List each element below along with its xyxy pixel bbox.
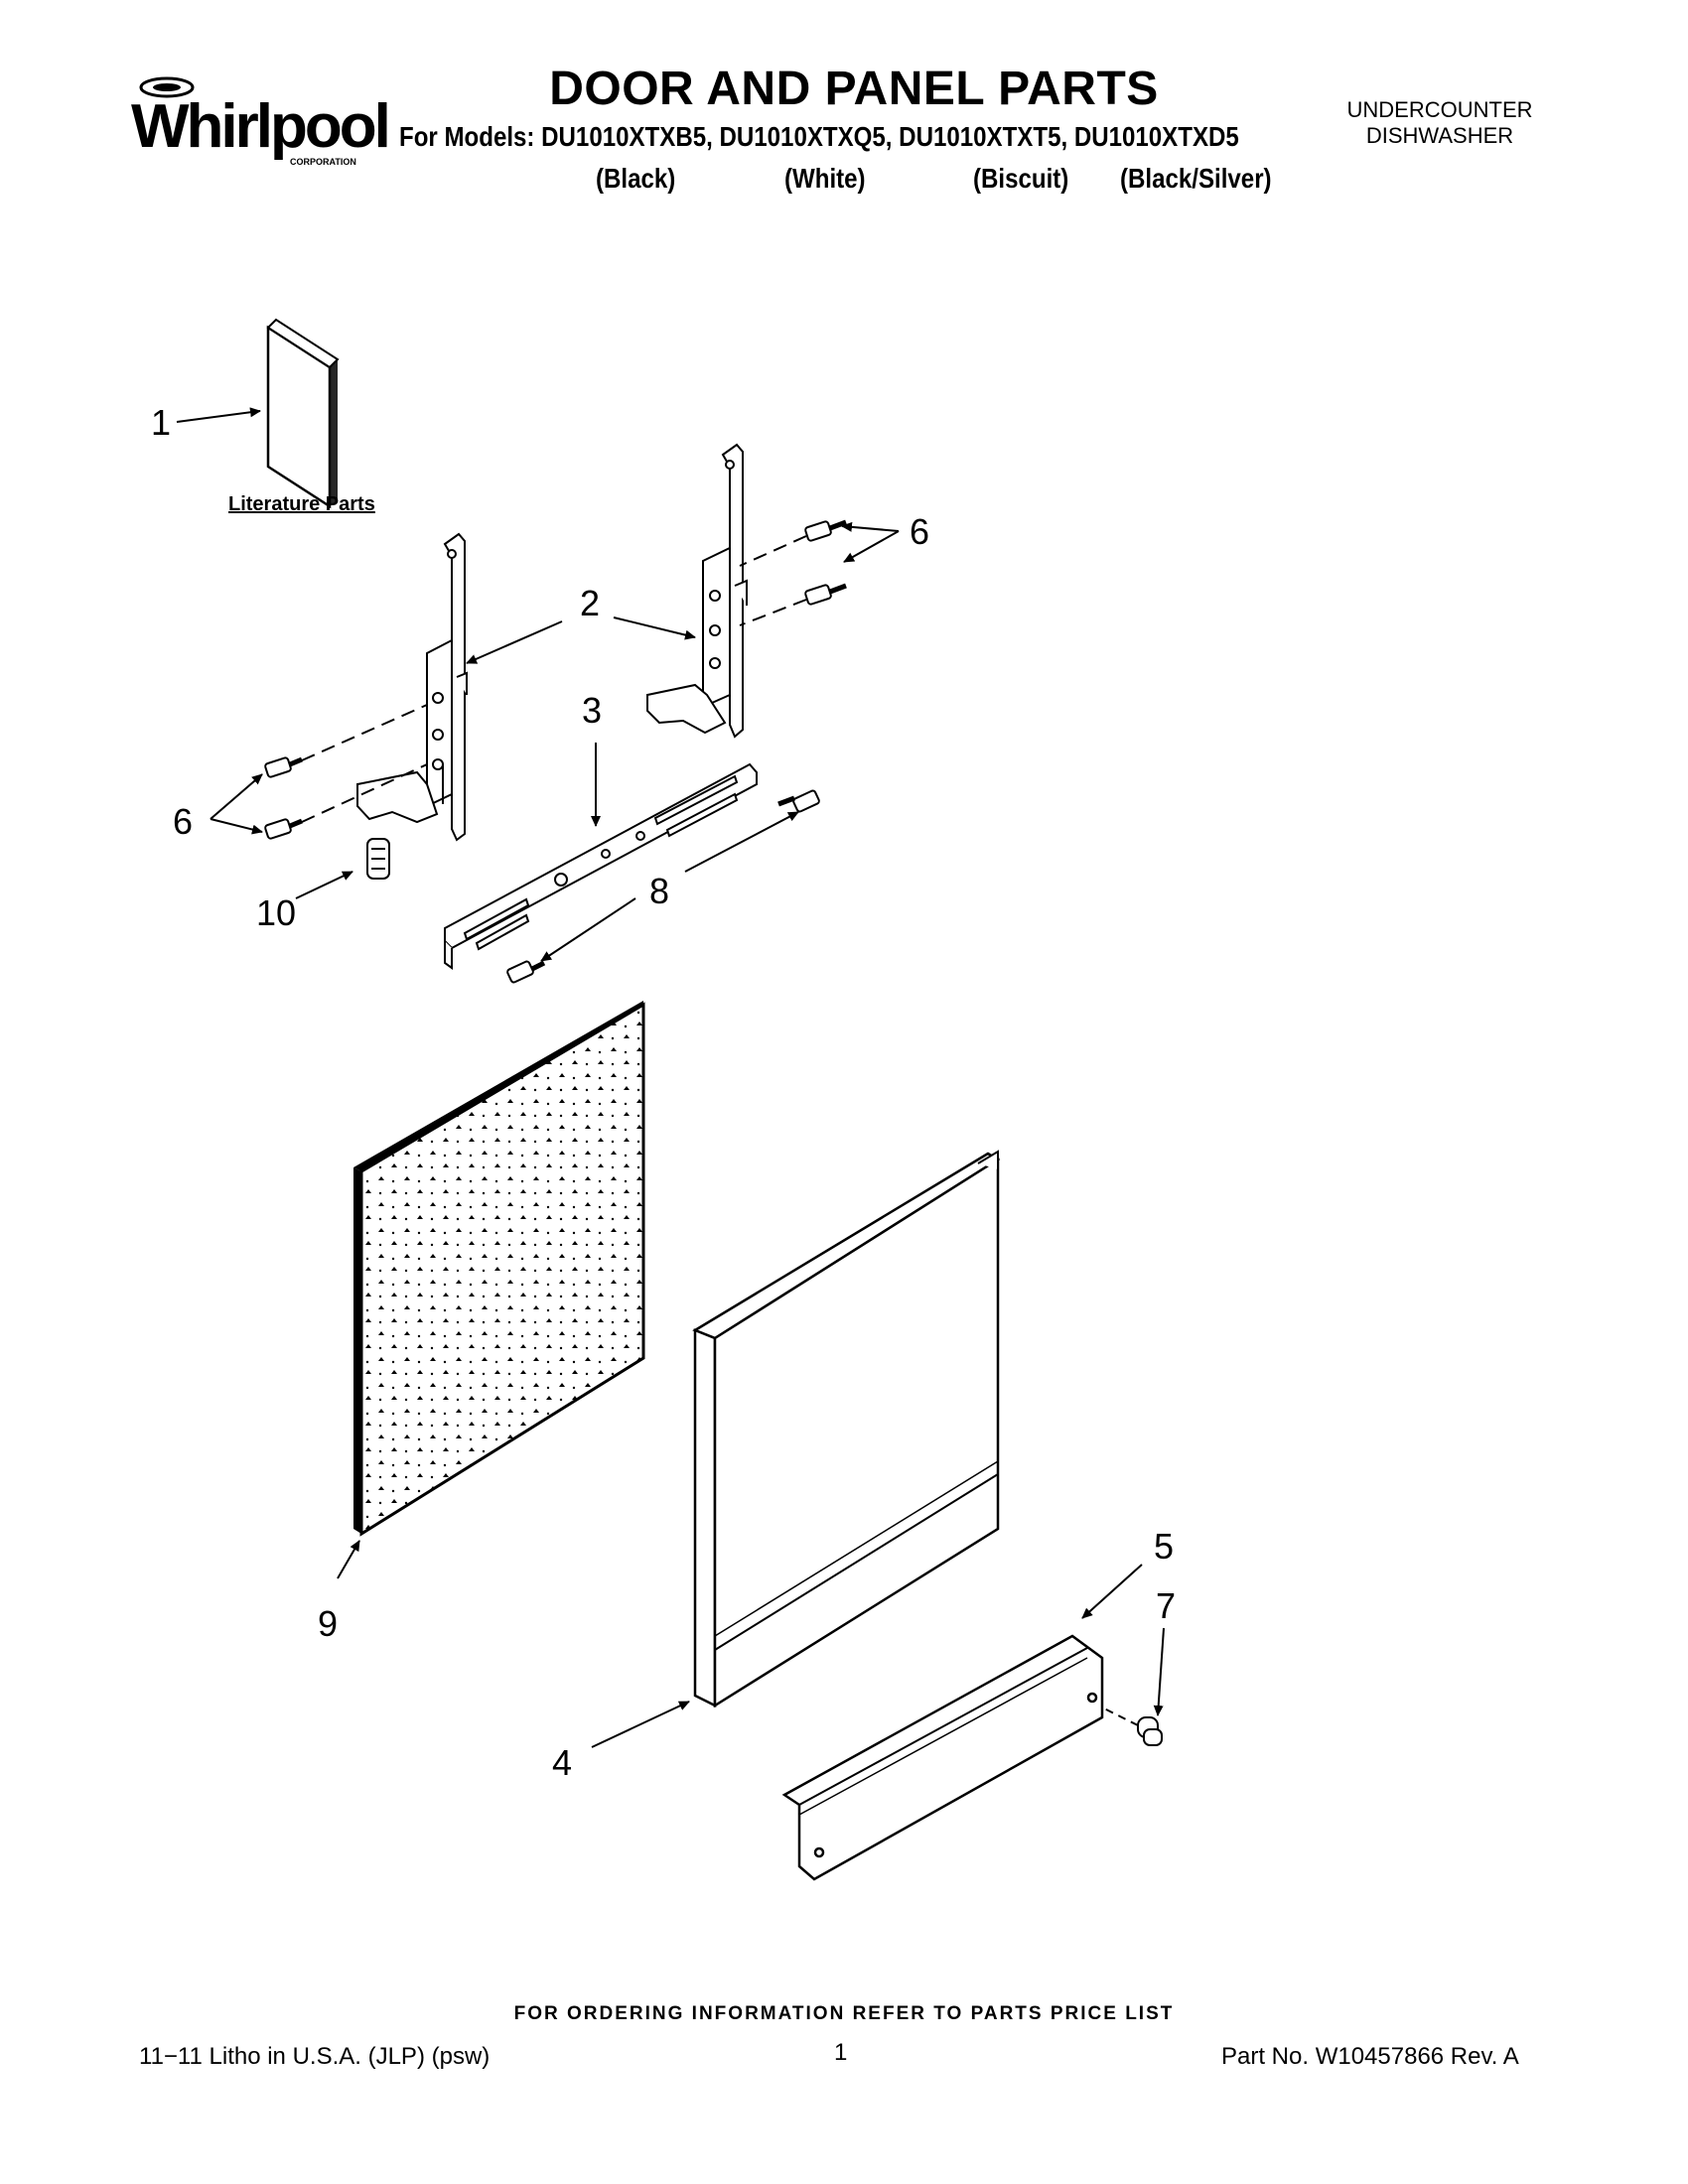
part-1-literature-booklet: [266, 318, 340, 509]
callout-4: 4: [552, 1742, 572, 1783]
brand-subtitle: CORPORATION: [290, 157, 356, 167]
part-2-hinge-bracket-right: [646, 443, 748, 739]
color-black: (Black): [596, 163, 676, 194]
callout-leaders: [176, 407, 1165, 1748]
models-line: For Models: DU1010XTXB5, DU1010XTXQ5, DU…: [399, 121, 1239, 153]
part-7-screw: [1137, 1716, 1163, 1746]
part-8-screw-right: [777, 789, 820, 813]
literature-parts-label: Literature Parts: [228, 493, 375, 515]
models-list: DU1010XTXB5, DU1010XTXQ5, DU1010XTXT5, D…: [541, 121, 1239, 152]
whirlpool-logo: Whirlpool CORPORATION: [131, 76, 389, 167]
part-9-textured-panel: [353, 1001, 645, 1537]
color-biscuit: (Biscuit): [973, 163, 1069, 194]
part-2-hinge-bracket-left: [356, 532, 468, 842]
callout-3: 3: [582, 690, 602, 731]
litho-info: 11−11 Litho in U.S.A. (JLP) (psw): [139, 2043, 491, 2070]
callout-8: 8: [649, 871, 669, 911]
part-8-screw-left: [506, 960, 546, 984]
page-title: DOOR AND PANEL PARTS: [549, 63, 1159, 115]
part-6-screw-lower-2: [264, 818, 303, 840]
part-number: Part No. W10457866 Rev. A: [1221, 2043, 1519, 2070]
callout-2: 2: [580, 583, 600, 623]
part-6-screw-lower-1: [264, 756, 303, 778]
ordering-note: FOR ORDERING INFORMATION REFER TO PARTS …: [513, 2003, 1175, 2024]
part-6-screw-upper-2: [804, 583, 847, 606]
callout-1: 1: [151, 402, 171, 443]
callout-6-lower: 6: [173, 801, 193, 842]
callout-5: 5: [1154, 1526, 1174, 1567]
color-white: (White): [784, 163, 866, 194]
models-prefix: For Models:: [399, 121, 542, 152]
brand-wordmark: Whirlpool: [131, 92, 388, 161]
appliance-type: UNDERCOUNTER DISHWASHER: [1311, 97, 1569, 149]
appliance-line-2: DISHWASHER: [1365, 123, 1514, 148]
callout-10: 10: [256, 892, 296, 933]
page-number: 1: [834, 2039, 848, 2066]
appliance-line-1: UNDERCOUNTER: [1346, 97, 1533, 122]
color-black-silver: (Black/Silver): [1120, 163, 1272, 194]
part-3-mounting-rail: [444, 762, 758, 970]
callout-9: 9: [318, 1603, 338, 1644]
part-6-screw-upper-1: [804, 519, 847, 542]
callout-6-upper: 6: [910, 511, 929, 552]
part-5-toe-kick: [781, 1634, 1104, 1881]
callout-7: 7: [1156, 1585, 1176, 1626]
part-4-door-panel: [692, 1150, 1001, 1708]
part-10-clip: [366, 838, 390, 880]
